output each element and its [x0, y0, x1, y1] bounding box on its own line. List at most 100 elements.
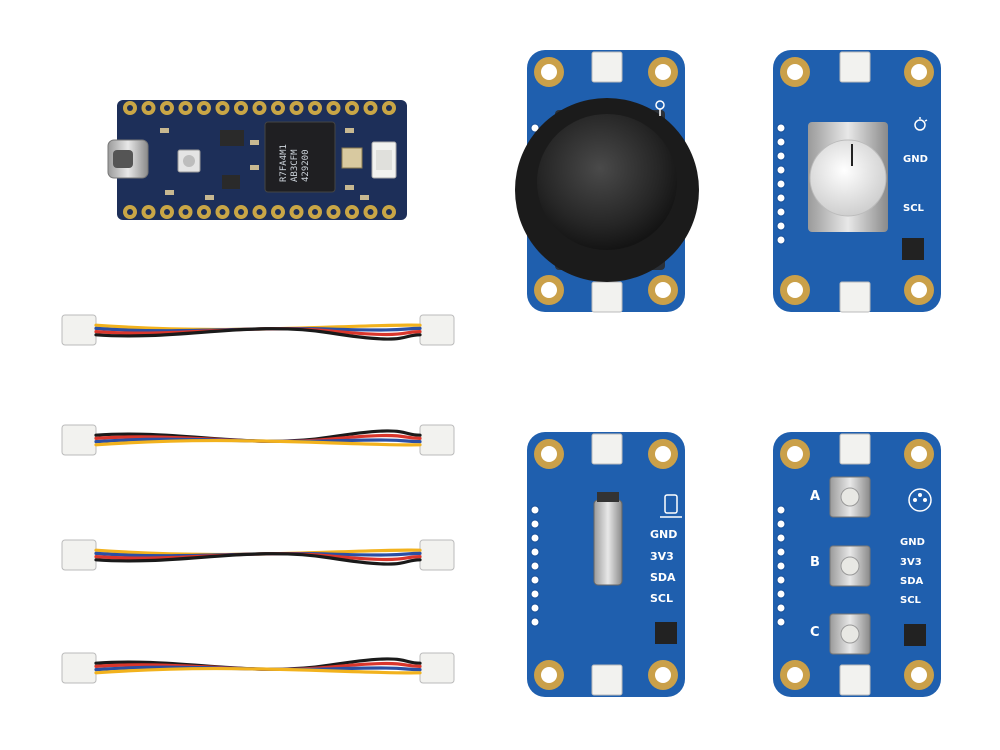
knob-chip [902, 238, 924, 260]
knob-cap [809, 139, 887, 217]
button-letter-c: C [810, 625, 820, 640]
cable-connector-right [419, 424, 455, 456]
joystick-cap [537, 114, 677, 250]
mcu-board-pcb [117, 100, 407, 220]
smd-component [250, 165, 259, 170]
edge-hole [530, 603, 540, 613]
mounting-hole [541, 446, 557, 462]
joystick-icon [655, 100, 665, 116]
edge-hole [530, 561, 540, 571]
vibration-label-sda: SDA [650, 571, 676, 584]
buttons-icon [908, 488, 932, 512]
mounting-hole [911, 64, 927, 80]
knob-connector-bottom [839, 281, 871, 313]
regulator-chip [220, 130, 244, 146]
header-pin-hole [349, 209, 355, 215]
header-pin-hole [201, 105, 207, 111]
header-pin-hole [312, 209, 318, 215]
knob-icon [914, 117, 928, 131]
mounting-hole [787, 667, 803, 683]
header-pin-hole [164, 105, 170, 111]
cable-connector-left [61, 539, 97, 571]
header-pin-hole [201, 209, 207, 215]
header-pin-hole [367, 105, 374, 111]
edge-hole [776, 617, 786, 627]
edge-hole [530, 123, 540, 133]
edge-hole [776, 505, 786, 515]
knob-label-scl: SCL [903, 203, 925, 214]
mcu-header-pins-top [123, 101, 396, 115]
button-letter-b: B [810, 555, 820, 570]
header-pin-hole [275, 209, 281, 215]
vibration-icon [660, 494, 682, 518]
mounting-hole [911, 446, 927, 462]
mounting-hole [911, 282, 927, 298]
button-letter-a: A [810, 489, 820, 504]
joystick-module [515, 50, 699, 313]
joystick-connector-bottom [591, 281, 623, 313]
tactile-buttons [829, 476, 871, 655]
smd-component [165, 190, 174, 195]
header-pin-hole [349, 105, 355, 111]
edge-hole [530, 547, 540, 557]
edge-hole [776, 589, 786, 599]
header-pin-hole [238, 105, 244, 111]
mounting-hole [541, 64, 557, 80]
mounting-hole [787, 446, 803, 462]
edge-hole [530, 617, 540, 627]
mounting-hole [655, 667, 671, 683]
buttons-chip [904, 624, 926, 646]
cable-connector-left [61, 424, 97, 456]
cable-connector-left [61, 314, 97, 346]
mcu-smd-components [160, 128, 369, 200]
edge-hole [776, 561, 786, 571]
cable-wire [94, 438, 422, 447]
smd-component [205, 195, 214, 200]
buttons-label-sda: SDA [900, 576, 924, 587]
edge-hole [530, 575, 540, 585]
edge-hole [776, 151, 786, 161]
header-pin-hole [145, 105, 152, 111]
header-pin-hole [127, 105, 133, 111]
vibration-label-3v3: 3V3 [650, 550, 674, 563]
edge-hole [776, 547, 786, 557]
header-pin-hole [219, 105, 226, 111]
mounting-hole [655, 446, 671, 462]
header-pin-hole [386, 209, 392, 215]
knob-module: GND SCL [773, 50, 941, 313]
buttons-label-scl: SCL [900, 595, 922, 606]
smd-component [345, 185, 354, 190]
header-pin-hole [127, 209, 133, 215]
vibration-connector-top [591, 433, 623, 465]
edge-hole [776, 603, 786, 613]
tactile-button-cap [840, 556, 860, 576]
mounting-hole [655, 64, 671, 80]
edge-hole [530, 589, 540, 599]
mounting-hole [541, 667, 557, 683]
mounting-hole [655, 282, 671, 298]
mcu-chip [264, 121, 336, 193]
smd-component [360, 195, 369, 200]
buttons-label-gnd: GND [900, 537, 925, 548]
mounting-hole [911, 667, 927, 683]
tactile-button-cap [840, 624, 860, 644]
vibration-chip [655, 622, 677, 644]
header-pin-hole [312, 105, 318, 111]
edge-hole [530, 505, 540, 515]
knob-label-gnd: GND [903, 154, 928, 165]
vibration-motor [593, 499, 623, 586]
vibration-label-scl: SCL [650, 592, 673, 605]
header-pin-hole [275, 105, 281, 111]
cable-wire [94, 552, 422, 566]
cable-wire [94, 327, 422, 341]
small-chip [222, 175, 240, 189]
header-pin-hole [330, 105, 337, 111]
crystal [341, 147, 363, 169]
header-pin-hole [293, 105, 300, 111]
knob-connector-top [839, 51, 871, 83]
smd-component [345, 128, 354, 133]
header-pin-hole [293, 209, 300, 215]
chip-label-2: AB3CFM [290, 149, 300, 182]
header-pin-hole [330, 209, 337, 215]
